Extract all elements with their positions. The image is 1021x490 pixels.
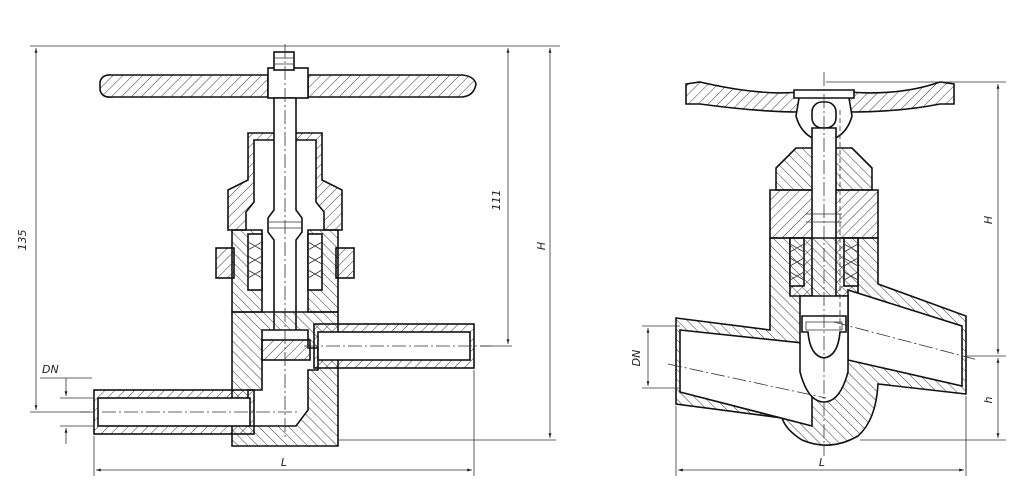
right-inlet-bore xyxy=(679,329,813,428)
left-side-nut-right xyxy=(335,247,355,279)
left-dim-111: 111 xyxy=(490,190,503,211)
left-handle-hub xyxy=(267,67,309,99)
right-dim-dn: DN xyxy=(630,350,643,367)
left-dim-l: L xyxy=(281,456,287,469)
right-dim-h-upper: H xyxy=(982,216,995,224)
left-side-nut-left xyxy=(215,247,235,279)
left-view: 135 111 H DN L xyxy=(16,44,560,476)
right-view: H h DN L xyxy=(630,72,1006,476)
left-seat xyxy=(261,339,311,361)
left-bonnet-nut xyxy=(227,132,343,231)
right-dim-h-lower: h xyxy=(982,396,995,403)
left-packing xyxy=(247,233,323,291)
left-stem-nut xyxy=(273,51,295,71)
left-dim-135: 135 xyxy=(16,230,29,251)
left-dim-dn: DN xyxy=(42,363,59,376)
right-dim-l: L xyxy=(819,456,825,469)
left-dim-h: H xyxy=(535,242,548,250)
